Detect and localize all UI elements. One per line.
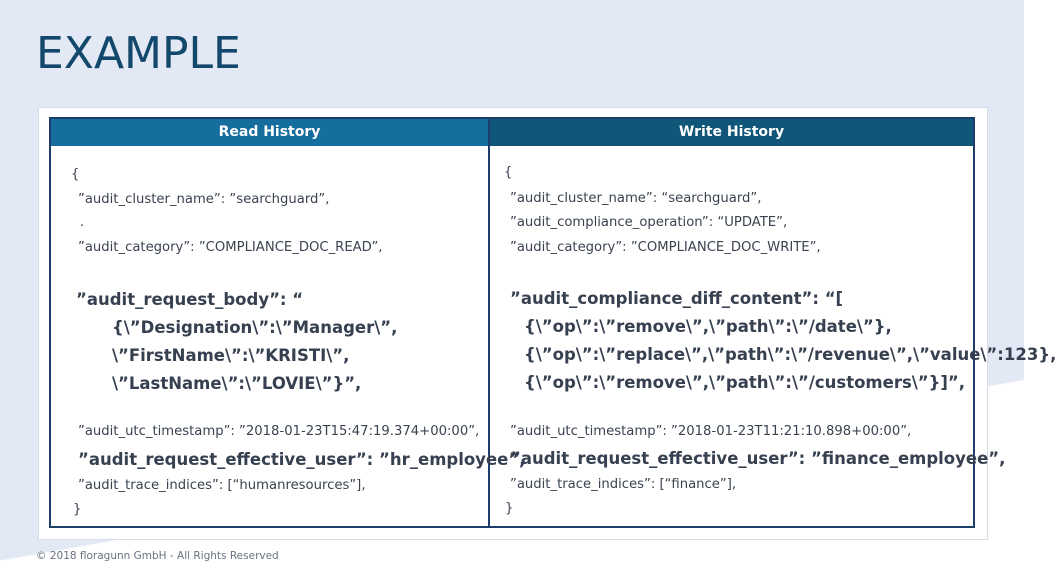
write-history-header: Write History	[490, 119, 973, 146]
read-line-effective-user: ”audit_request_effective_user”: ”hr_empl…	[78, 450, 526, 469]
read-history-column: Read History { ”audit_cluster_name”: ”se…	[51, 119, 525, 526]
read-line-category: ”audit_category”: ”COMPLIANCE_DOC_READ”,	[78, 240, 383, 255]
write-line-trace-indices: ”audit_trace_indices”: [“finance”],	[510, 477, 737, 492]
read-line-timestamp: ”audit_utc_timestamp”: ”2018-01-23T15:47…	[78, 424, 480, 439]
read-line-open-brace: {	[71, 167, 80, 182]
read-line-request-body: ”audit_request_body”: “	[76, 290, 304, 309]
write-line-category: ”audit_category”: ”COMPLIANCE_DOC_WRITE”…	[510, 240, 821, 255]
write-line-timestamp: ”audit_utc_timestamp”: ”2018-01-23T11:21…	[510, 424, 912, 439]
write-history-column: Write History { ”audit_cluster_name”: “s…	[490, 119, 1056, 526]
read-line-ellipsis: .	[80, 215, 85, 230]
read-line-body-designation: {\”Designation\”:\”Manager\”,	[112, 318, 398, 337]
read-history-header: Read History	[51, 119, 488, 146]
read-line-trace-indices: ”audit_trace_indices”: [“humanresources”…	[78, 478, 366, 493]
copyright-footer: © 2018 floragunn GmbH - All Rights Reser…	[36, 550, 279, 562]
page-title: EXAMPLE	[36, 28, 241, 79]
write-line-diff-replace-revenue: {\”op\”:\”replace\”,\”path\”:\”/revenue\…	[524, 345, 1056, 364]
read-line-close-brace: }	[73, 502, 82, 517]
write-line-diff-remove-date: {\”op\”:\”remove\”,\”path\”:\”/date\”},	[524, 317, 892, 336]
read-line-body-firstname: \”FirstName\”:\”KRISTI\”,	[112, 346, 350, 365]
read-line-cluster-name: ”audit_cluster_name”: ”searchguard”,	[78, 192, 330, 207]
write-line-diff-content: ”audit_compliance_diff_content”: “[	[510, 289, 844, 308]
write-line-effective-user: ”audit_request_effective_user”: ”finance…	[510, 449, 1006, 468]
write-line-open-brace: {	[504, 165, 513, 180]
write-line-cluster-name: ”audit_cluster_name”: “searchguard”,	[510, 191, 762, 206]
write-line-close-brace: }	[505, 501, 514, 516]
audit-comparison-table: Read History { ”audit_cluster_name”: ”se…	[49, 117, 1056, 528]
write-line-compliance-operation: ”audit_compliance_operation”: “UPDATE”,	[510, 215, 788, 230]
write-line-diff-remove-customers: {\”op\”:\”remove\”,\”path\”:\”/customers…	[524, 373, 966, 392]
read-line-body-lastname: \”LastName\”:\”LOVIE\”}”,	[112, 374, 362, 393]
